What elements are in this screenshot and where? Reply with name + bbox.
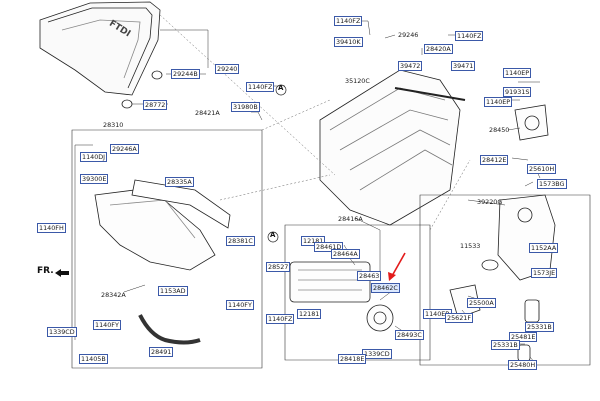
part-label[interactable]: 1339CD (47, 327, 77, 337)
fuel-rail (394, 87, 466, 101)
part-label[interactable]: 28412E (480, 155, 509, 165)
engine-cover (39, 1, 161, 96)
egr-valve (366, 304, 394, 332)
part-label[interactable]: 25331B (525, 322, 554, 332)
part-label[interactable]: 1140EP (503, 68, 532, 78)
part-label[interactable]: 28772 (143, 100, 168, 110)
part-label[interactable]: 28342A (101, 291, 126, 299)
part-label[interactable]: 1140FZ (455, 31, 484, 41)
direction-arrow-icon (55, 262, 69, 277)
part-label[interactable]: 1573BG (537, 179, 567, 189)
part-label[interactable]: 25621F (445, 313, 474, 323)
hose (524, 299, 540, 323)
part-label[interactable]: 28493C (395, 330, 424, 340)
part-label[interactable]: 39410K (334, 37, 363, 47)
gasket (131, 179, 231, 229)
callout-circle (275, 84, 287, 96)
part-label[interactable]: 1140DJ (80, 152, 108, 162)
grommet (151, 70, 163, 80)
pump-body (449, 284, 481, 319)
part-label[interactable]: 39220G (477, 198, 503, 206)
part-label[interactable]: 28335A (165, 177, 194, 187)
part-label[interactable]: 28310 (103, 121, 124, 129)
throttle-body (514, 104, 549, 141)
part-label[interactable]: 1140FZ (266, 314, 295, 324)
callout-letter-a: A (270, 231, 276, 239)
part-label[interactable]: 25610H (527, 164, 557, 174)
highlight-arrow (391, 252, 406, 277)
part-label[interactable]: 39472 (398, 61, 423, 71)
part-label[interactable]: 28461D (314, 242, 344, 252)
part-label[interactable]: 28381C (226, 236, 255, 246)
part-label[interactable]: 25331B (491, 340, 520, 350)
part-label[interactable]: 28420A (424, 44, 453, 54)
part-label[interactable]: 28416A (338, 215, 363, 223)
part-label[interactable]: 35120C (345, 77, 370, 85)
part-label[interactable]: 39471 (451, 61, 476, 71)
part-label[interactable]: 1140FH (37, 223, 66, 233)
egr-cooler (289, 261, 371, 303)
part-label[interactable]: 25481E (509, 332, 538, 342)
grommet (121, 99, 133, 109)
part-label[interactable]: 1140FY (93, 320, 121, 330)
callout-letter-a: A (278, 84, 284, 92)
part-label[interactable]: 25500A (467, 298, 496, 308)
part-label[interactable]: 39300E (80, 174, 109, 184)
part-label[interactable]: 28421A (195, 109, 220, 117)
part-label[interactable]: 28450 (489, 126, 510, 134)
part-label[interactable]: 29246 (398, 31, 419, 39)
egr-pipe (138, 314, 201, 345)
part-label-highlighted[interactable]: 28462C (371, 283, 400, 293)
part-label[interactable]: 28463 (357, 271, 382, 281)
part-label[interactable]: 28491 (149, 347, 174, 357)
part-label[interactable]: 1339CD (362, 349, 392, 359)
direction-label: FR. (37, 266, 54, 276)
part-label[interactable]: 1573JE (531, 268, 558, 278)
part-label[interactable]: 1140FY (226, 300, 254, 310)
callout-circle (267, 231, 279, 243)
part-label[interactable]: 25480H (508, 360, 538, 370)
part-label[interactable]: 29244B (171, 69, 200, 79)
hose (517, 344, 531, 362)
part-label[interactable]: 1140FZ (334, 16, 363, 26)
part-label[interactable]: 28527 (266, 262, 291, 272)
part-label[interactable]: 11533 (460, 242, 481, 250)
part-label[interactable]: 1140FZ (246, 82, 275, 92)
part-label[interactable]: 29246A (110, 144, 139, 154)
part-label[interactable]: 28464A (331, 249, 360, 259)
part-label[interactable]: 31980B (231, 102, 260, 112)
part-label[interactable]: 28418E (338, 354, 367, 364)
part-label[interactable]: 91931S (503, 87, 532, 97)
part-label[interactable]: 29240 (215, 64, 240, 74)
part-label[interactable]: 11405B (79, 354, 108, 364)
part-label[interactable]: 1153AD (158, 286, 188, 296)
part-label[interactable]: 12181 (301, 236, 326, 246)
part-label[interactable]: 1140EP (484, 97, 513, 107)
part-label[interactable]: 1152AA (529, 243, 559, 253)
part-label[interactable]: 12181 (297, 309, 322, 319)
